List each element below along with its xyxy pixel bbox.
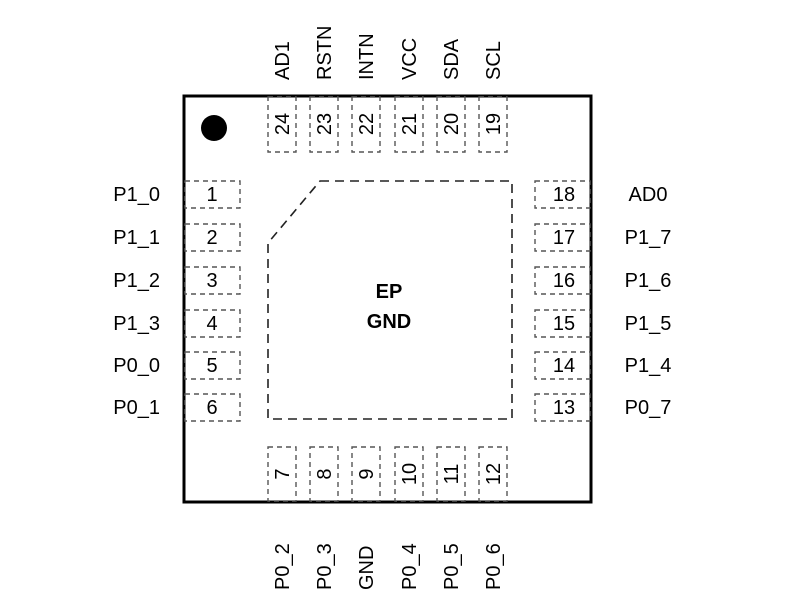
pin-number-5: 5 (206, 355, 217, 377)
exposed-pad-label-gnd: GND (367, 311, 411, 333)
pin-pad-17 (534, 223, 591, 252)
pin-number-22: 22 (356, 113, 378, 135)
pin-number-3: 3 (206, 270, 217, 292)
pin-pad-16 (534, 266, 591, 295)
pin-pad-1 (184, 180, 241, 209)
pin-name-16: P1_6 (625, 270, 672, 292)
pin-pad-20 (436, 96, 466, 153)
pin-number-17: 17 (553, 227, 575, 249)
pin-pad-21 (394, 96, 424, 153)
pin-number-19: 19 (483, 113, 505, 135)
pin-name-14: P1_4 (625, 355, 672, 377)
pin-pad-8 (309, 446, 339, 502)
pin-number-4: 4 (206, 313, 217, 335)
package-body (182, 94, 593, 504)
pin-pad-19 (478, 96, 508, 153)
pin-name-9: GND (356, 546, 378, 590)
pin-name-17: P1_7 (625, 227, 672, 249)
pin-number-13: 13 (553, 397, 575, 419)
pin-pad-15 (534, 309, 591, 338)
pin-name-8: P0_3 (314, 543, 336, 590)
pin-name-22: INTN (356, 33, 378, 80)
pin-number-8: 8 (314, 468, 336, 479)
pin-name-12: P0_6 (483, 543, 505, 590)
pin-pad-2 (184, 223, 241, 252)
pin-number-23: 23 (314, 113, 336, 135)
pin-pad-23 (309, 96, 339, 153)
pin-pad-13 (534, 393, 591, 422)
pin-pad-4 (184, 309, 241, 338)
pin-pad-9 (351, 446, 381, 502)
pin-pad-6 (184, 393, 241, 422)
pin-name-7: P0_2 (272, 543, 294, 590)
pin-number-6: 6 (206, 397, 217, 419)
pin1-marker-dot (201, 115, 227, 141)
pin-name-1: P1_0 (113, 184, 160, 206)
pin-name-3: P1_2 (113, 270, 160, 292)
pin-number-20: 20 (441, 113, 463, 135)
pin-pad-10 (394, 446, 424, 502)
pin-number-12: 12 (483, 463, 505, 485)
pin-pad-3 (184, 266, 241, 295)
pin-number-24: 24 (272, 113, 294, 135)
pin-name-10: P0_4 (399, 543, 421, 590)
pin-name-24: AD1 (272, 41, 294, 80)
pin-number-14: 14 (553, 355, 575, 377)
pin-pad-12 (478, 446, 508, 502)
pin-name-4: P1_3 (113, 313, 160, 335)
pin-name-19: SCL (483, 41, 505, 80)
pin-number-10: 10 (399, 463, 421, 485)
pin-number-1: 1 (206, 184, 217, 206)
pin-number-18: 18 (553, 184, 575, 206)
pin-pad-11 (436, 446, 466, 502)
pin-number-9: 9 (356, 468, 378, 479)
pins-layer: 1 P1_0 2 P1_1 3 P1_2 4 P1_3 5 P0_0 6 P0_1 13 P0_7 14 P1… (113, 26, 671, 590)
pin-pad-14 (534, 351, 591, 380)
pin-name-11: P0_5 (441, 543, 463, 590)
pin-name-13: P0_7 (625, 397, 672, 419)
pin-number-7: 7 (272, 468, 294, 479)
pin-pad-7 (267, 446, 297, 502)
pin-name-5: P0_0 (113, 355, 160, 377)
pin-pad-18 (534, 180, 591, 209)
pin-name-15: P1_5 (625, 313, 672, 335)
pin-number-21: 21 (399, 113, 421, 135)
pin-name-2: P1_1 (113, 227, 160, 249)
pin-number-11: 11 (441, 464, 463, 485)
pin-name-21: VCC (399, 38, 421, 80)
exposed-pad-label-ep: EP (376, 281, 403, 303)
pin-pad-5 (184, 351, 241, 380)
pin-number-2: 2 (206, 227, 217, 249)
pin-name-20: SDA (441, 38, 463, 80)
pin-name-23: RSTN (314, 26, 336, 80)
pin-number-15: 15 (553, 313, 575, 335)
pin-name-6: P0_1 (113, 397, 160, 419)
pin-pad-22 (351, 96, 381, 153)
pin-number-16: 16 (553, 270, 575, 292)
pin-pad-24 (267, 96, 297, 153)
pin-name-18: AD0 (629, 184, 668, 206)
exposed-pad-outline (267, 180, 513, 420)
